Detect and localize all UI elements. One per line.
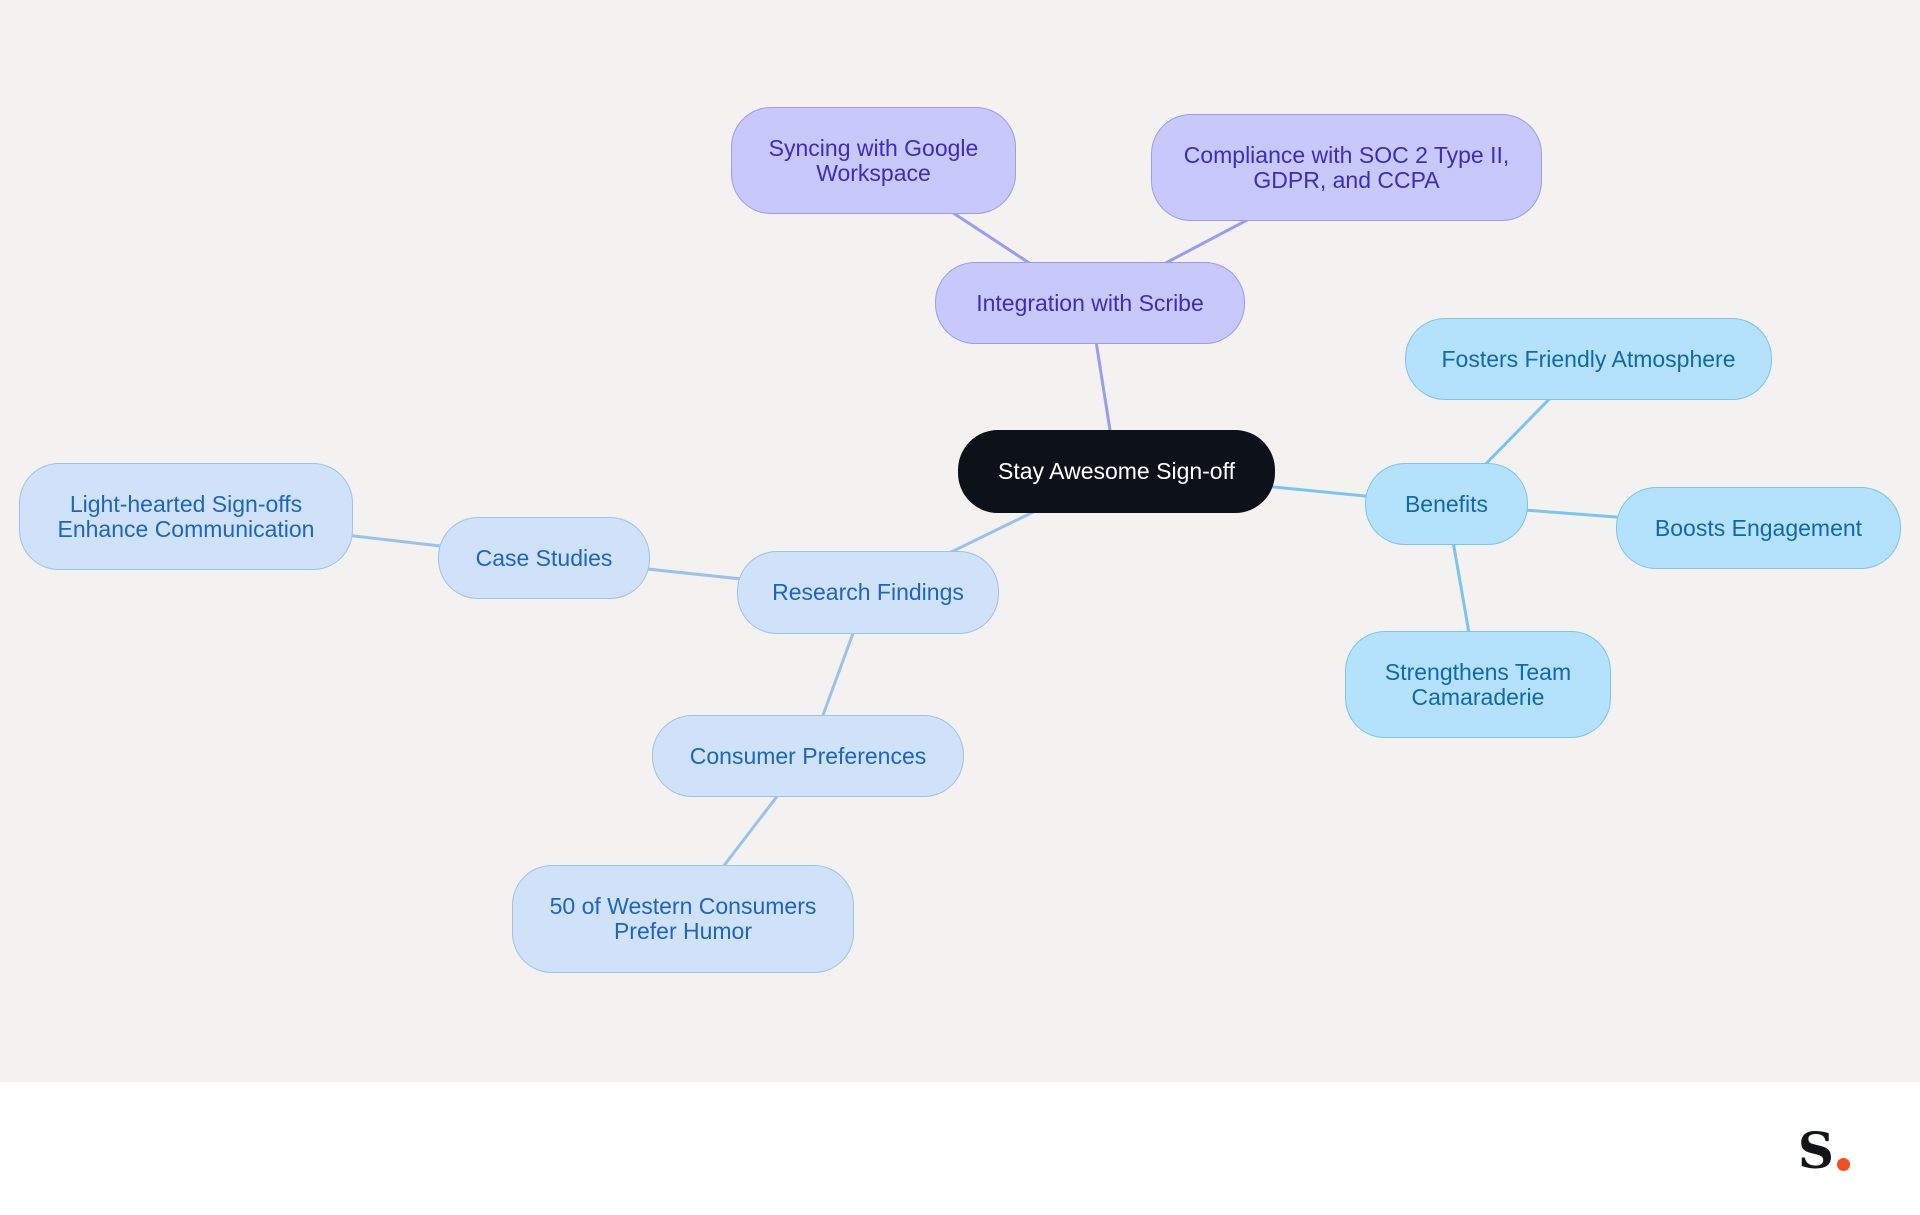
node-engagement[interactable]: Boosts Engagement (1616, 487, 1901, 569)
node-center[interactable]: Stay Awesome Sign-off (958, 430, 1275, 513)
node-benefits[interactable]: Benefits (1365, 463, 1528, 545)
node-syncing[interactable]: Syncing with Google Workspace (731, 107, 1016, 214)
node-camaraderie[interactable]: Strengthens Team Camaraderie (1345, 631, 1611, 738)
brand-logo-dot (1837, 1158, 1850, 1171)
node-compliance[interactable]: Compliance with SOC 2 Type II, GDPR, and… (1151, 114, 1542, 221)
brand-logo[interactable]: S (1798, 1126, 1850, 1176)
footer-bar: S (0, 1082, 1920, 1215)
mind-map-canvas: Stay Awesome Sign-off Integration with S… (0, 0, 1920, 1082)
brand-logo-letter: S (1797, 1121, 1834, 1180)
node-friendly[interactable]: Fosters Friendly Atmosphere (1405, 318, 1772, 400)
node-consumer[interactable]: Consumer Preferences (652, 715, 964, 797)
node-lighthearted[interactable]: Light-hearted Sign-offs Enhance Communic… (19, 463, 353, 570)
node-western[interactable]: 50 of Western Consumers Prefer Humor (512, 865, 854, 973)
node-research[interactable]: Research Findings (737, 551, 999, 634)
node-integration[interactable]: Integration with Scribe (935, 262, 1245, 344)
node-case-studies[interactable]: Case Studies (438, 517, 650, 599)
